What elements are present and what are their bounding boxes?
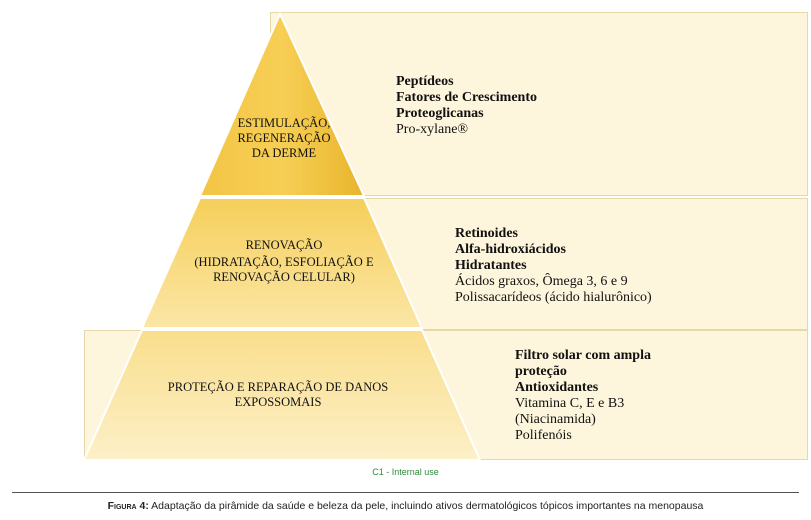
tier-label-middle: RENOVAÇÃO (HIDRATAÇÃO, ESFOLIAÇÃO E RENO… bbox=[160, 238, 408, 285]
panel-middle-item: Ácidos graxos, Ômega 3, 6 e 9 bbox=[455, 274, 628, 289]
classification-label: C1 - Internal use bbox=[372, 467, 439, 477]
tier-middle-line: RENOVAÇÃO CELULAR) bbox=[213, 270, 355, 284]
panel-top-item: Proteoglicanas bbox=[396, 106, 484, 121]
panel-top-item: Fatores de Crescimento bbox=[396, 90, 537, 105]
panel-bottom-text: Filtro solar com ampla proteção Antioxid… bbox=[515, 348, 651, 444]
panel-middle-item: Alfa-hidroxiácidos bbox=[455, 242, 566, 257]
panel-top-item: Pro-xylane® bbox=[396, 122, 469, 137]
figure-caption: Figura 4: Adaptação da pirâmide da saúde… bbox=[0, 500, 811, 512]
pyramid-tier-middle bbox=[140, 197, 424, 329]
panel-bottom-item: Filtro solar com ampla bbox=[515, 348, 651, 363]
tier-top-line: REGENERAÇÃO bbox=[237, 131, 331, 145]
pyramid-tier-top bbox=[198, 11, 366, 197]
tier-label-top: ESTIMULAÇÃO, REGENERAÇÃO DA DERME bbox=[206, 116, 362, 161]
panel-middle-text: Retinoides Alfa-hidroxiácidos Hidratante… bbox=[455, 226, 652, 306]
panel-bottom-item: Vitamina C, E e B3 bbox=[515, 396, 625, 411]
panel-top-text: Peptídeos Fatores de Crescimento Proteog… bbox=[396, 74, 537, 138]
panel-middle-item: Retinoides bbox=[455, 226, 518, 241]
panel-bottom-item: Polifenóis bbox=[515, 428, 572, 443]
panel-bottom-item: proteção bbox=[515, 364, 567, 379]
panel-bottom-item: (Niacinamida) bbox=[515, 412, 596, 427]
tier-bottom-line: PROTEÇÃO E REPARAÇÃO DE DANOS bbox=[167, 380, 389, 394]
panel-top-item: Peptídeos bbox=[396, 74, 454, 89]
panel-middle-item: Polissacarídeos (ácido hialurônico) bbox=[455, 290, 652, 305]
tier-middle-line: (HIDRATAÇÃO, ESFOLIAÇÃO E bbox=[194, 255, 374, 269]
tier-middle-title: RENOVAÇÃO bbox=[245, 238, 323, 252]
panel-bottom-item: Antioxidantes bbox=[515, 380, 599, 395]
panel-stimulation bbox=[270, 12, 808, 196]
tier-bottom-line: EXPOSSOMAIS bbox=[234, 395, 322, 409]
panel-middle-item: Hidratantes bbox=[455, 258, 527, 273]
caption-divider bbox=[12, 492, 799, 493]
figure-caption-label: Figura 4: bbox=[107, 500, 149, 512]
tier-label-bottom: PROTEÇÃO E REPARAÇÃO DE DANOS EXPOSSOMAI… bbox=[110, 380, 446, 410]
tier-top-line: ESTIMULAÇÃO, bbox=[237, 116, 331, 130]
figure-caption-text: Adaptação da pirâmide da saúde e beleza … bbox=[148, 500, 704, 512]
tier-top-line: DA DERME bbox=[251, 146, 317, 160]
pyramid-tier-bottom bbox=[82, 329, 482, 461]
